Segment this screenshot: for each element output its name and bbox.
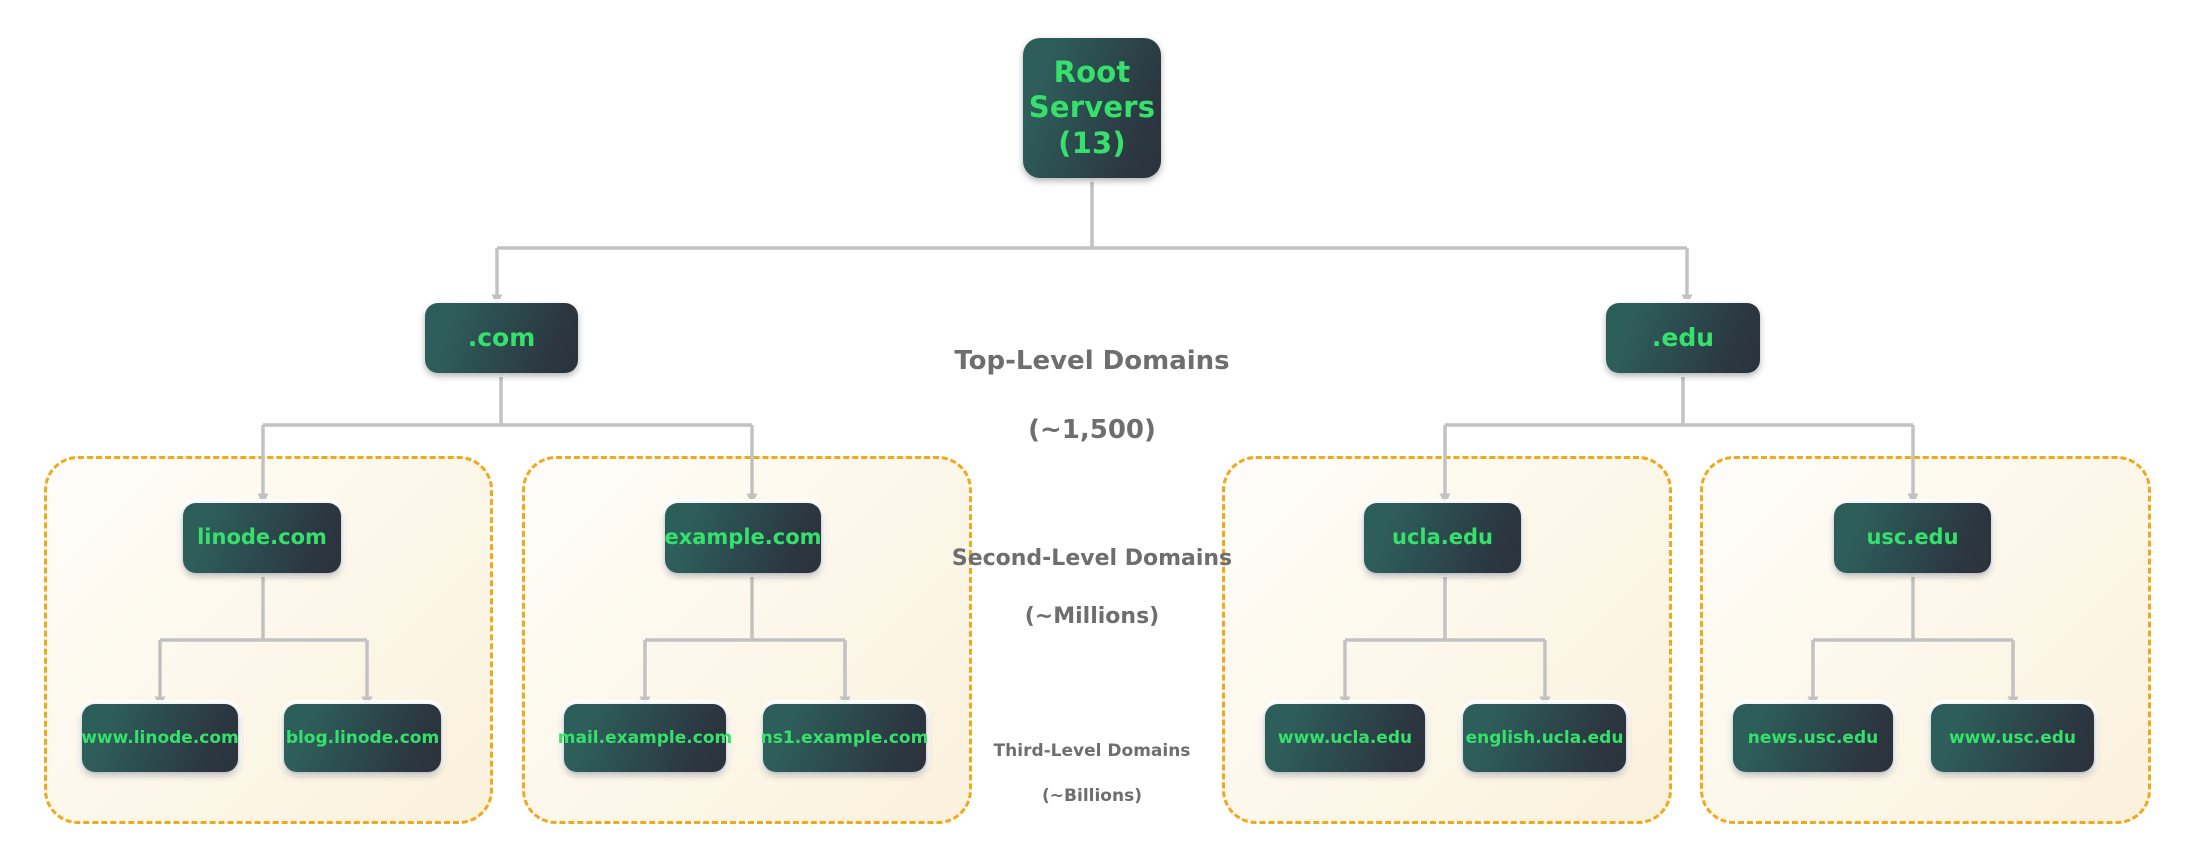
node-3ld-www-ucla-edu[interactable]: www.ucla.edu (1265, 704, 1425, 772)
node-sld-ucla-edu[interactable]: ucla.edu (1364, 503, 1521, 573)
root-line-1: Root (1053, 54, 1131, 89)
node-tld-com[interactable]: .com (425, 303, 578, 373)
node-3ld-blog-linode-com[interactable]: blog.linode.com (284, 704, 441, 772)
level-label-top-level-count: (~1,500) (1028, 414, 1156, 445)
node-sld-linode-com[interactable]: linode.com (183, 503, 341, 573)
node-3ld-mail-example-com[interactable]: mail.example.com (558, 704, 732, 772)
node-3ld-ns1-example-com[interactable]: ns1.example.com (761, 704, 928, 772)
level-label-third-level-count: (~Billions) (1042, 786, 1142, 807)
node-3ld-www-usc-edu[interactable]: www.usc.edu (1931, 704, 2094, 772)
root-line-3: (13) (1058, 125, 1126, 160)
node-3ld-english-ucla-edu[interactable]: english.ucla.edu (1463, 704, 1626, 772)
level-label-third-level-title: Third-Level Domains (993, 741, 1191, 762)
level-label-second-level: Second-Level Domains (~Millions) (942, 515, 1242, 660)
node-sld-usc-edu[interactable]: usc.edu (1834, 503, 1991, 573)
level-label-second-level-title: Second-Level Domains (951, 546, 1233, 572)
level-label-top-level: Top-Level Domains (~1,500) (892, 310, 1292, 482)
node-root-servers[interactable]: Root Servers (13) (1023, 38, 1161, 178)
node-sld-example-com[interactable]: example.com (664, 503, 822, 573)
root-line-2: Servers (1028, 90, 1156, 125)
level-label-third-level: Third-Level Domains (~Billions) (967, 718, 1217, 830)
node-tld-edu[interactable]: .edu (1606, 303, 1760, 373)
level-label-second-level-count: (~Millions) (1024, 604, 1160, 630)
level-label-top-level-title: Top-Level Domains (954, 346, 1230, 377)
node-3ld-news-usc-edu[interactable]: news.usc.edu (1733, 704, 1893, 772)
node-3ld-www-linode-com[interactable]: www.linode.com (81, 704, 239, 772)
